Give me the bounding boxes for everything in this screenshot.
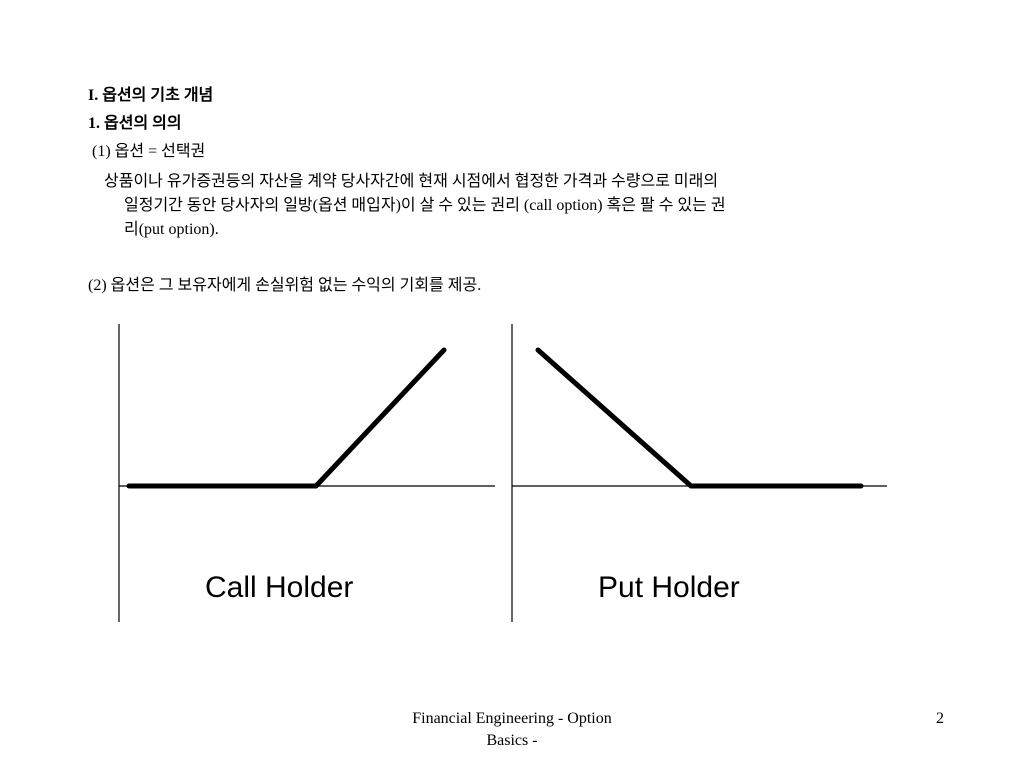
section-heading: I. 옵션의 기초 개념 <box>88 87 214 104</box>
subsection-heading: 1. 옵션의 의의 <box>88 115 182 132</box>
call-payoff-line <box>126 347 447 489</box>
footer-title: Financial Engineering - Option Basics - <box>380 708 644 752</box>
page-number: 2 <box>936 710 944 727</box>
description-line-2: 일정기간 동안 당사자의 일방(옵션 매입자)이 살 수 있는 권리 (call… <box>124 197 726 214</box>
description-line-3: 리(put option). <box>124 221 219 238</box>
point-1-description: 상품이나 유가증권등의 자산을 계약 당사자간에 현재 시점에서 협정한 가격과… <box>104 170 934 242</box>
call-holder-caption: Call Holder <box>205 571 354 604</box>
point-2-title: (2) 옵션은 그 보유자에게 손실위험 없는 수익의 기회를 제공. <box>88 277 482 294</box>
description-line-1: 상품이나 유가증권등의 자산을 계약 당사자간에 현재 시점에서 협정한 가격과… <box>104 173 719 190</box>
put-payoff-line <box>535 347 864 489</box>
footer-title-line-2: Basics - <box>486 732 538 749</box>
point-1-title: (1) 옵션 = 선택권 <box>92 143 206 160</box>
put-holder-caption: Put Holder <box>598 571 740 604</box>
footer-title-line-1: Financial Engineering - Option <box>412 710 612 727</box>
